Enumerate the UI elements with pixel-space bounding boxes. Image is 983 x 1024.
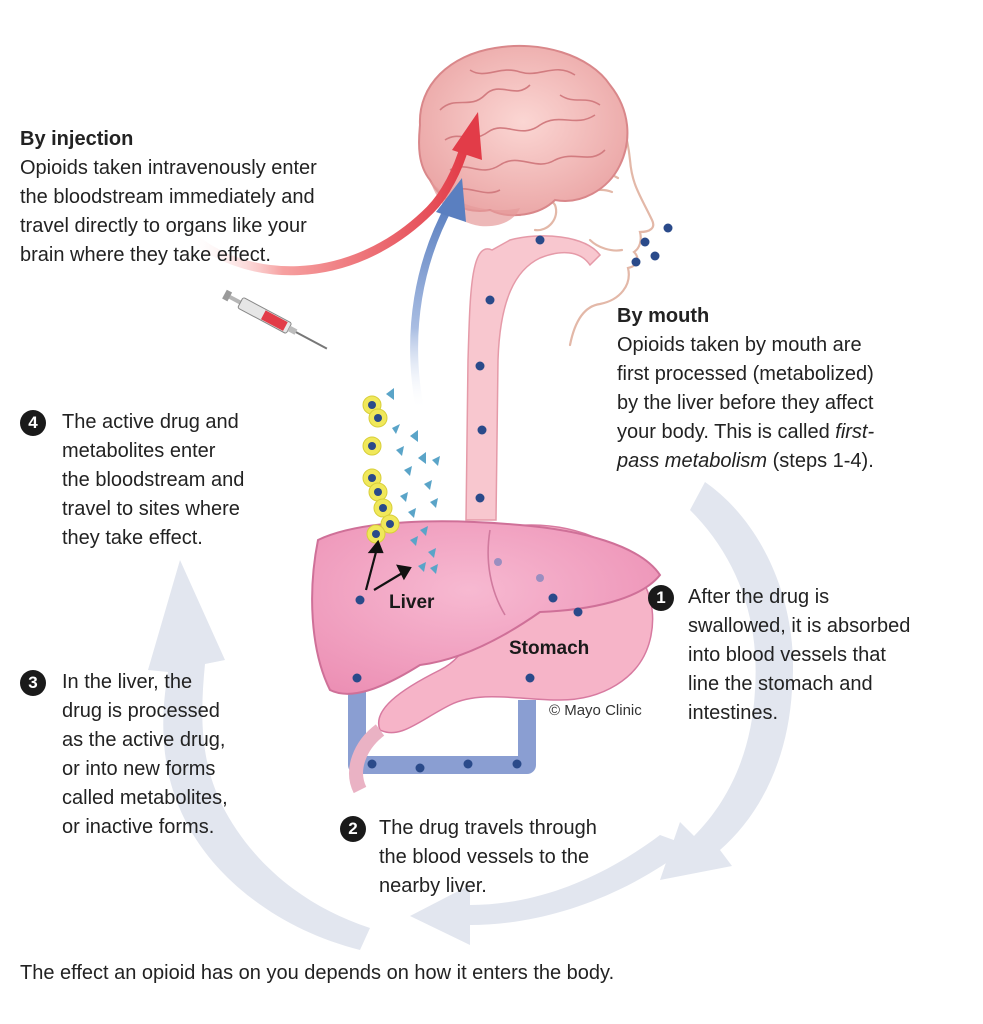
metabolite-ringed-dots (362, 395, 400, 544)
brain-illustration (418, 44, 629, 227)
step-2-text: The drug travels through the blood vesse… (379, 814, 597, 901)
step-2-line: nearby liver. (379, 875, 487, 897)
step-3-badge: 3 (20, 670, 46, 696)
mouth-line: Opioids taken by mouth are (617, 334, 862, 356)
step-3-line: called metabolites, (62, 787, 228, 809)
mouth-line-text: your body. This is called (617, 421, 836, 443)
injection-line: travel directly to organs like your (20, 215, 307, 237)
step-3-line: as the active drug, (62, 729, 226, 751)
mouth-line-tail: (steps 1-4). (767, 450, 874, 472)
injection-text-block: By injection Opioids taken intravenously… (20, 125, 317, 270)
injection-line: the bloodstream immediately and (20, 186, 315, 208)
step-2-line: the blood vessels to the (379, 846, 590, 868)
mouth-line: by the liver before they affect (617, 392, 874, 414)
step-4-badge: 4 (20, 410, 46, 436)
step-4-line: they take effect. (62, 527, 203, 549)
step-3-line: In the liver, the (62, 671, 193, 693)
injection-arrow (180, 112, 482, 276)
mouth-line: pass metabolism (steps 1-4). (617, 447, 874, 476)
injection-line: brain where they take effect. (20, 244, 271, 266)
bloodstream-arrow (410, 178, 466, 414)
metabolite-triangles (386, 388, 440, 574)
liver-illustration (311, 520, 662, 695)
liver-label: Liver (389, 592, 435, 613)
esophagus-illustration (465, 235, 601, 521)
step-3-text: In the liver, the drug is processed as t… (62, 668, 228, 842)
step-1-line: After the drug is (688, 586, 830, 608)
step-2-line: The drug travels through (379, 817, 597, 839)
step-1-line: swallowed, it is absorbed (688, 615, 911, 637)
step-3-line: or inactive forms. (62, 816, 215, 838)
mouth-line: first processed (metabolized) (617, 363, 874, 385)
liver-process-arrows (364, 539, 412, 591)
blood-vessel-illustration (348, 630, 536, 774)
mouth-heading: By mouth (617, 305, 710, 327)
mouth-italic-term: pass metabolism (617, 450, 768, 472)
step-4-line: metabolites enter (62, 440, 216, 462)
mouth-line: your body. This is called first- (617, 418, 874, 447)
step-1-badge: 1 (648, 585, 674, 611)
step-3-line: drug is processed (62, 700, 220, 722)
stomach-label: Stomach (509, 638, 590, 659)
step-3-line: or into new forms (62, 758, 216, 780)
cycle-arrow-bottom (410, 835, 690, 945)
drug-dots (352, 223, 673, 773)
copyright-credit: © Mayo Clinic (549, 702, 642, 719)
cycle-arrows (148, 482, 794, 950)
cycle-arrow-right (660, 482, 794, 880)
injection-line: Opioids taken intravenously enter (20, 157, 317, 179)
cycle-arrow-left (148, 560, 370, 950)
step-1-line: into blood vessels that (688, 644, 886, 666)
step-4-text: The active drug and metabolites enter th… (62, 408, 244, 553)
step-1-line: line the stomach and (688, 673, 873, 695)
step-4-line: the bloodstream and (62, 469, 245, 491)
footer-caption: The effect an opioid has on you depends … (20, 962, 615, 984)
mouth-italic-term: first- (835, 421, 875, 443)
step-1-line: intestines. (688, 702, 779, 724)
syringe-illustration (222, 289, 328, 350)
injection-heading: By injection (20, 128, 134, 150)
step-4-line: The active drug and (62, 411, 239, 433)
step-1-text: After the drug is swallowed, it is absor… (688, 583, 910, 728)
mouth-text-block: By mouth Opioids taken by mouth are firs… (617, 302, 874, 476)
step-4-line: travel to sites where (62, 498, 240, 520)
step-2-badge: 2 (340, 816, 366, 842)
